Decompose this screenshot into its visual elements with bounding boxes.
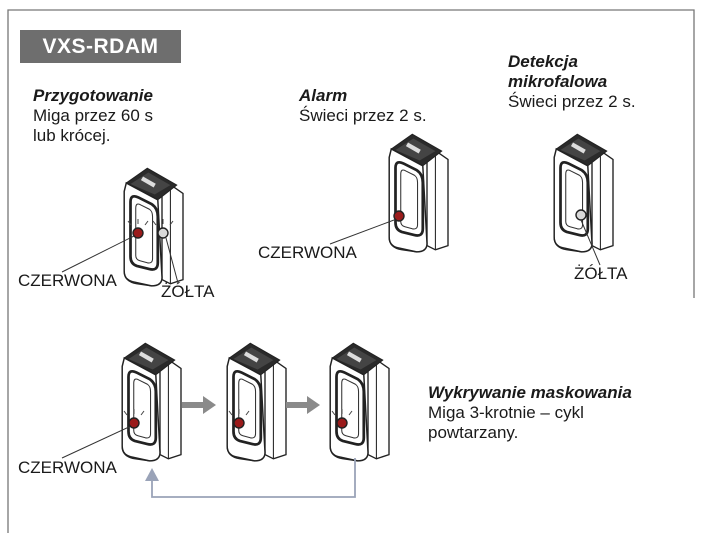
label-red-prep: CZERWONA: [18, 271, 117, 290]
state-prep-text: Przygotowanie Miga przez 60 s lub krócej…: [33, 86, 153, 145]
detector-microwave: [552, 132, 615, 254]
state-microwave-text: Detekcja mikrofalowa Świeci przez 2 s.: [508, 52, 636, 111]
label-red-masking: CZERWONA: [18, 458, 117, 477]
led-red-alarm-icon: [393, 210, 405, 222]
led-yellow-prep-icon: [152, 219, 174, 239]
led-red-prep-icon: [127, 219, 149, 239]
led-red-masking-1-icon: [123, 409, 145, 429]
arrow-right-icon-2: [286, 396, 320, 414]
state-masking-text: Wykrywanie maskowania Miga 3-krotnie – c…: [428, 383, 632, 442]
detector-masking-2: [225, 341, 288, 463]
state-alarm-text: Alarm Świeci przez 2 s.: [299, 86, 427, 125]
detector-masking-3: [328, 341, 391, 463]
label-yellow-microwave: ŻÓŁTA: [574, 264, 628, 283]
model-tag: VXS-RDAM: [20, 30, 181, 63]
led-red-masking-3-icon: [331, 409, 353, 429]
label-yellow-prep: ŻÓŁTA: [161, 282, 215, 301]
led-red-masking-2-icon: [228, 409, 250, 429]
detector-alarm: [387, 132, 450, 254]
loop-arrow-icon: [145, 458, 356, 498]
arrow-right-icon-1: [182, 396, 216, 414]
detector-masking-1: [120, 341, 183, 463]
led-yellow-microwave-icon: [575, 209, 587, 221]
label-red-alarm: CZERWONA: [258, 243, 357, 262]
